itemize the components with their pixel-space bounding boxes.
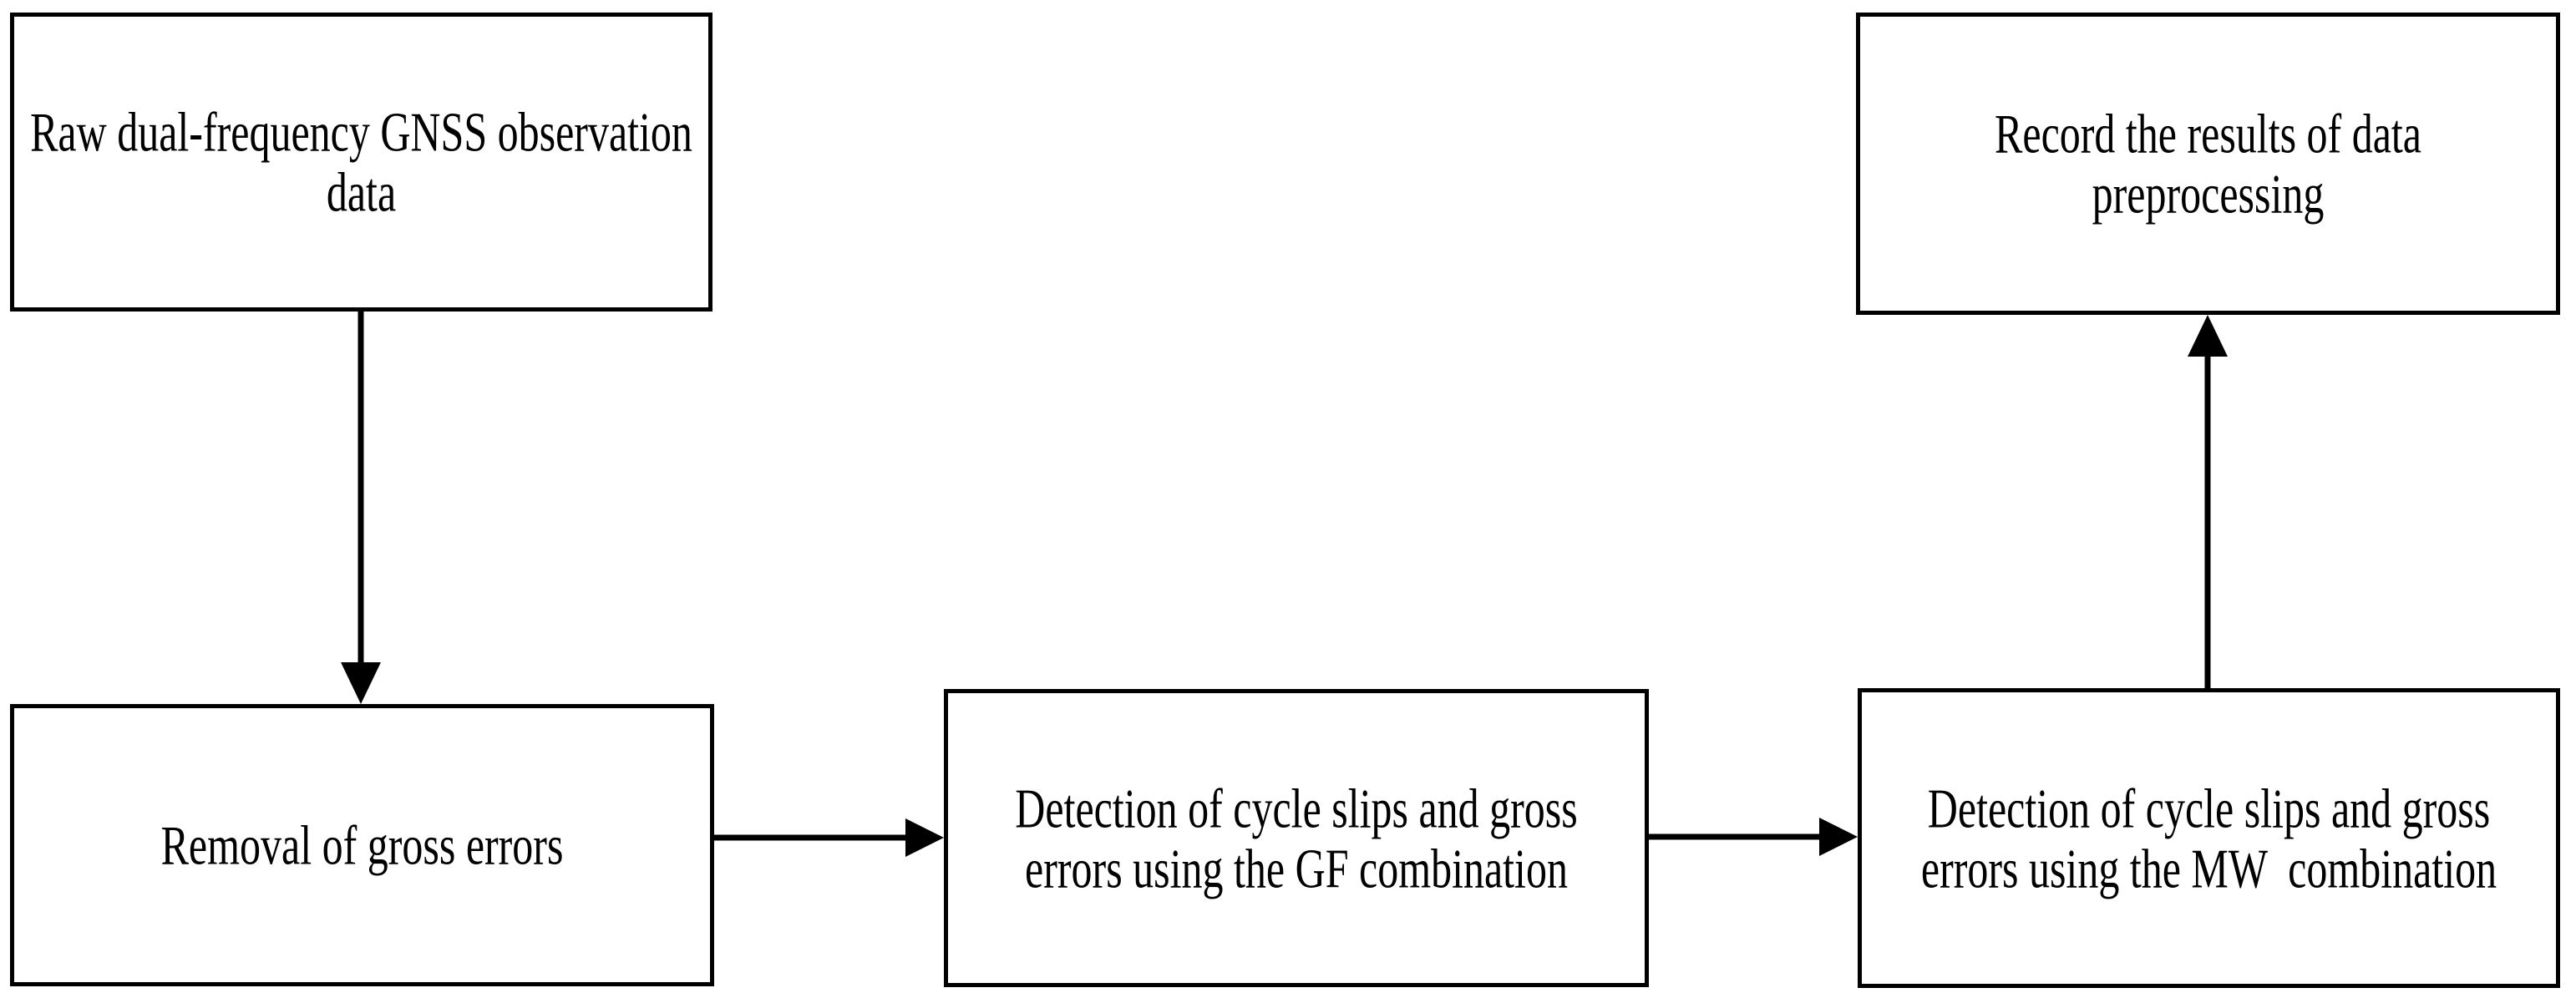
arrowhead-right-icon (905, 818, 944, 857)
arrowhead-up-icon (2188, 315, 2228, 357)
arrow-mw-to-record (2188, 315, 2228, 688)
node-removal-gross-errors-text: Removal of gross errors (161, 815, 564, 875)
node-raw-gnss-data: Raw dual-frequency GNSS observation data (10, 13, 712, 312)
arrow-removal-to-gf (714, 818, 944, 857)
node-gf-detection: Detection of cycle slips and gross error… (944, 689, 1649, 987)
node-text-line: Raw dual-frequency GNSS observation (30, 100, 692, 164)
node-text-line: Detection of cycle slips and gross (1015, 777, 1578, 839)
arrowhead-right-icon (1819, 818, 1858, 856)
node-text-line: errors using the MW combination (1920, 837, 2497, 899)
arrow-rawdata-to-removal (341, 312, 381, 704)
node-text-line: preprocessing (2092, 162, 2325, 225)
node-raw-gnss-data-text: Raw dual-frequency GNSS observation data (30, 102, 692, 222)
arrow-gf-to-mw (1649, 818, 1858, 856)
node-mw-detection: Detection of cycle slips and gross error… (1858, 688, 2560, 988)
node-record-results: Record the results of data preprocessing (1856, 13, 2560, 315)
node-text-line: errors using the GF combination (1025, 837, 1568, 899)
node-text-line: data (326, 160, 397, 224)
node-removal-gross-errors: Removal of gross errors (10, 704, 714, 986)
arrowhead-down-icon (341, 662, 381, 704)
node-record-results-text: Record the results of data preprocessing (1995, 104, 2421, 224)
node-text-line: Record the results of data (1995, 102, 2421, 165)
node-text-line: Detection of cycle slips and gross (1927, 777, 2491, 839)
node-text-line: Removal of gross errors (160, 813, 564, 877)
node-mw-detection-text: Detection of cycle slips and gross error… (1921, 778, 2497, 899)
node-gf-detection-text: Detection of cycle slips and gross error… (1015, 778, 1577, 899)
